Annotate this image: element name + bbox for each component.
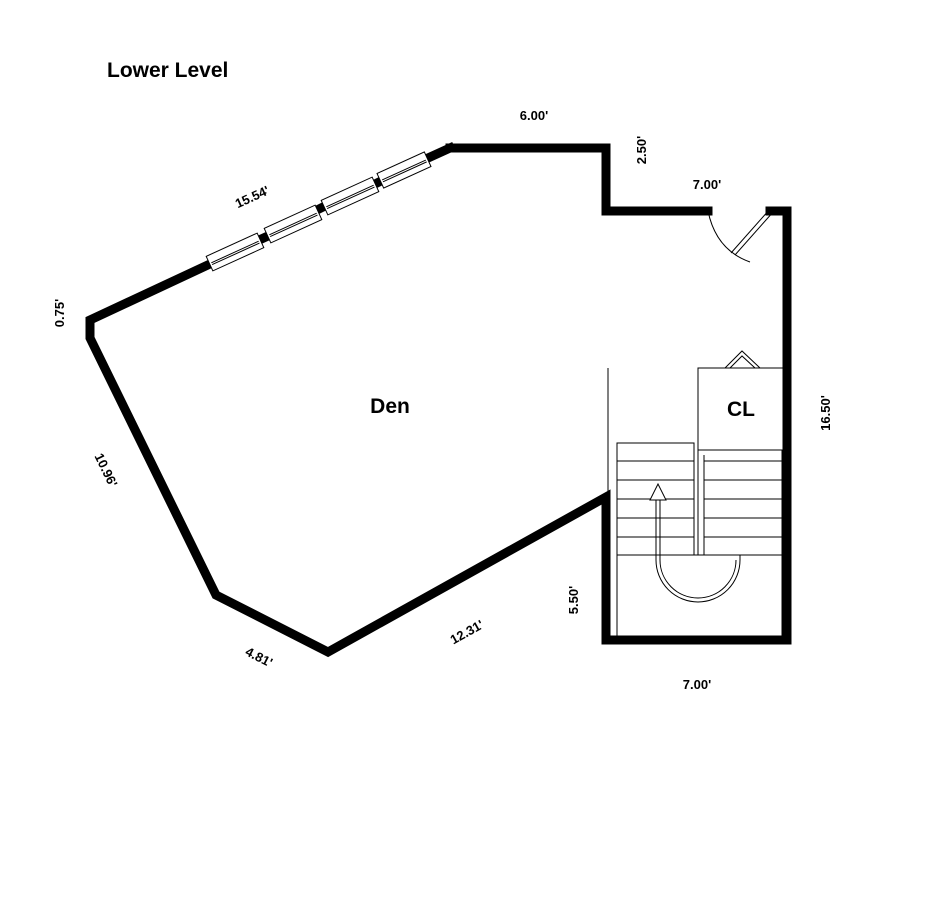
dim-window-wall: 15.54' [233,183,272,211]
up-arrow-icon [649,482,667,501]
window-wall-segment-4 [422,142,456,164]
stairs [616,442,782,603]
closet: CL [697,350,784,451]
dim-step-down: 2.50' [634,136,649,164]
dim-left-short: 0.75' [52,299,67,327]
dim-stair-left: 5.50' [566,586,581,614]
dim-top-wall: 6.00' [520,108,548,123]
dim-lower-diagonal: 12.31' [448,617,486,647]
den-label: Den [370,395,410,418]
windows [205,151,432,272]
door-leaf [730,208,771,254]
door [707,208,775,263]
window-2 [263,204,323,244]
stair-direction-line [655,500,741,603]
plan-title: Lower Level [107,59,228,82]
window-1 [205,232,265,272]
main-wall [85,143,792,658]
dim-stair-bottom: 7.00' [683,677,711,692]
window-3 [320,176,380,216]
dim-left-diagonal: 10.96' [91,451,120,490]
dimension-labels: 6.00' 2.50' 7.00' 16.50' 7.00' 5.50' 12.… [52,108,833,692]
dim-notch-wall: 7.00' [693,177,721,192]
window-4 [376,151,432,189]
closet-door-left [724,350,761,369]
closet-label: CL [727,398,755,421]
door-swing-arc [707,210,751,263]
exterior-walls [85,142,792,658]
closet-outline [697,367,784,451]
dim-right-wall: 16.50' [818,395,833,431]
dim-bottom-short: 4.81' [243,644,275,670]
